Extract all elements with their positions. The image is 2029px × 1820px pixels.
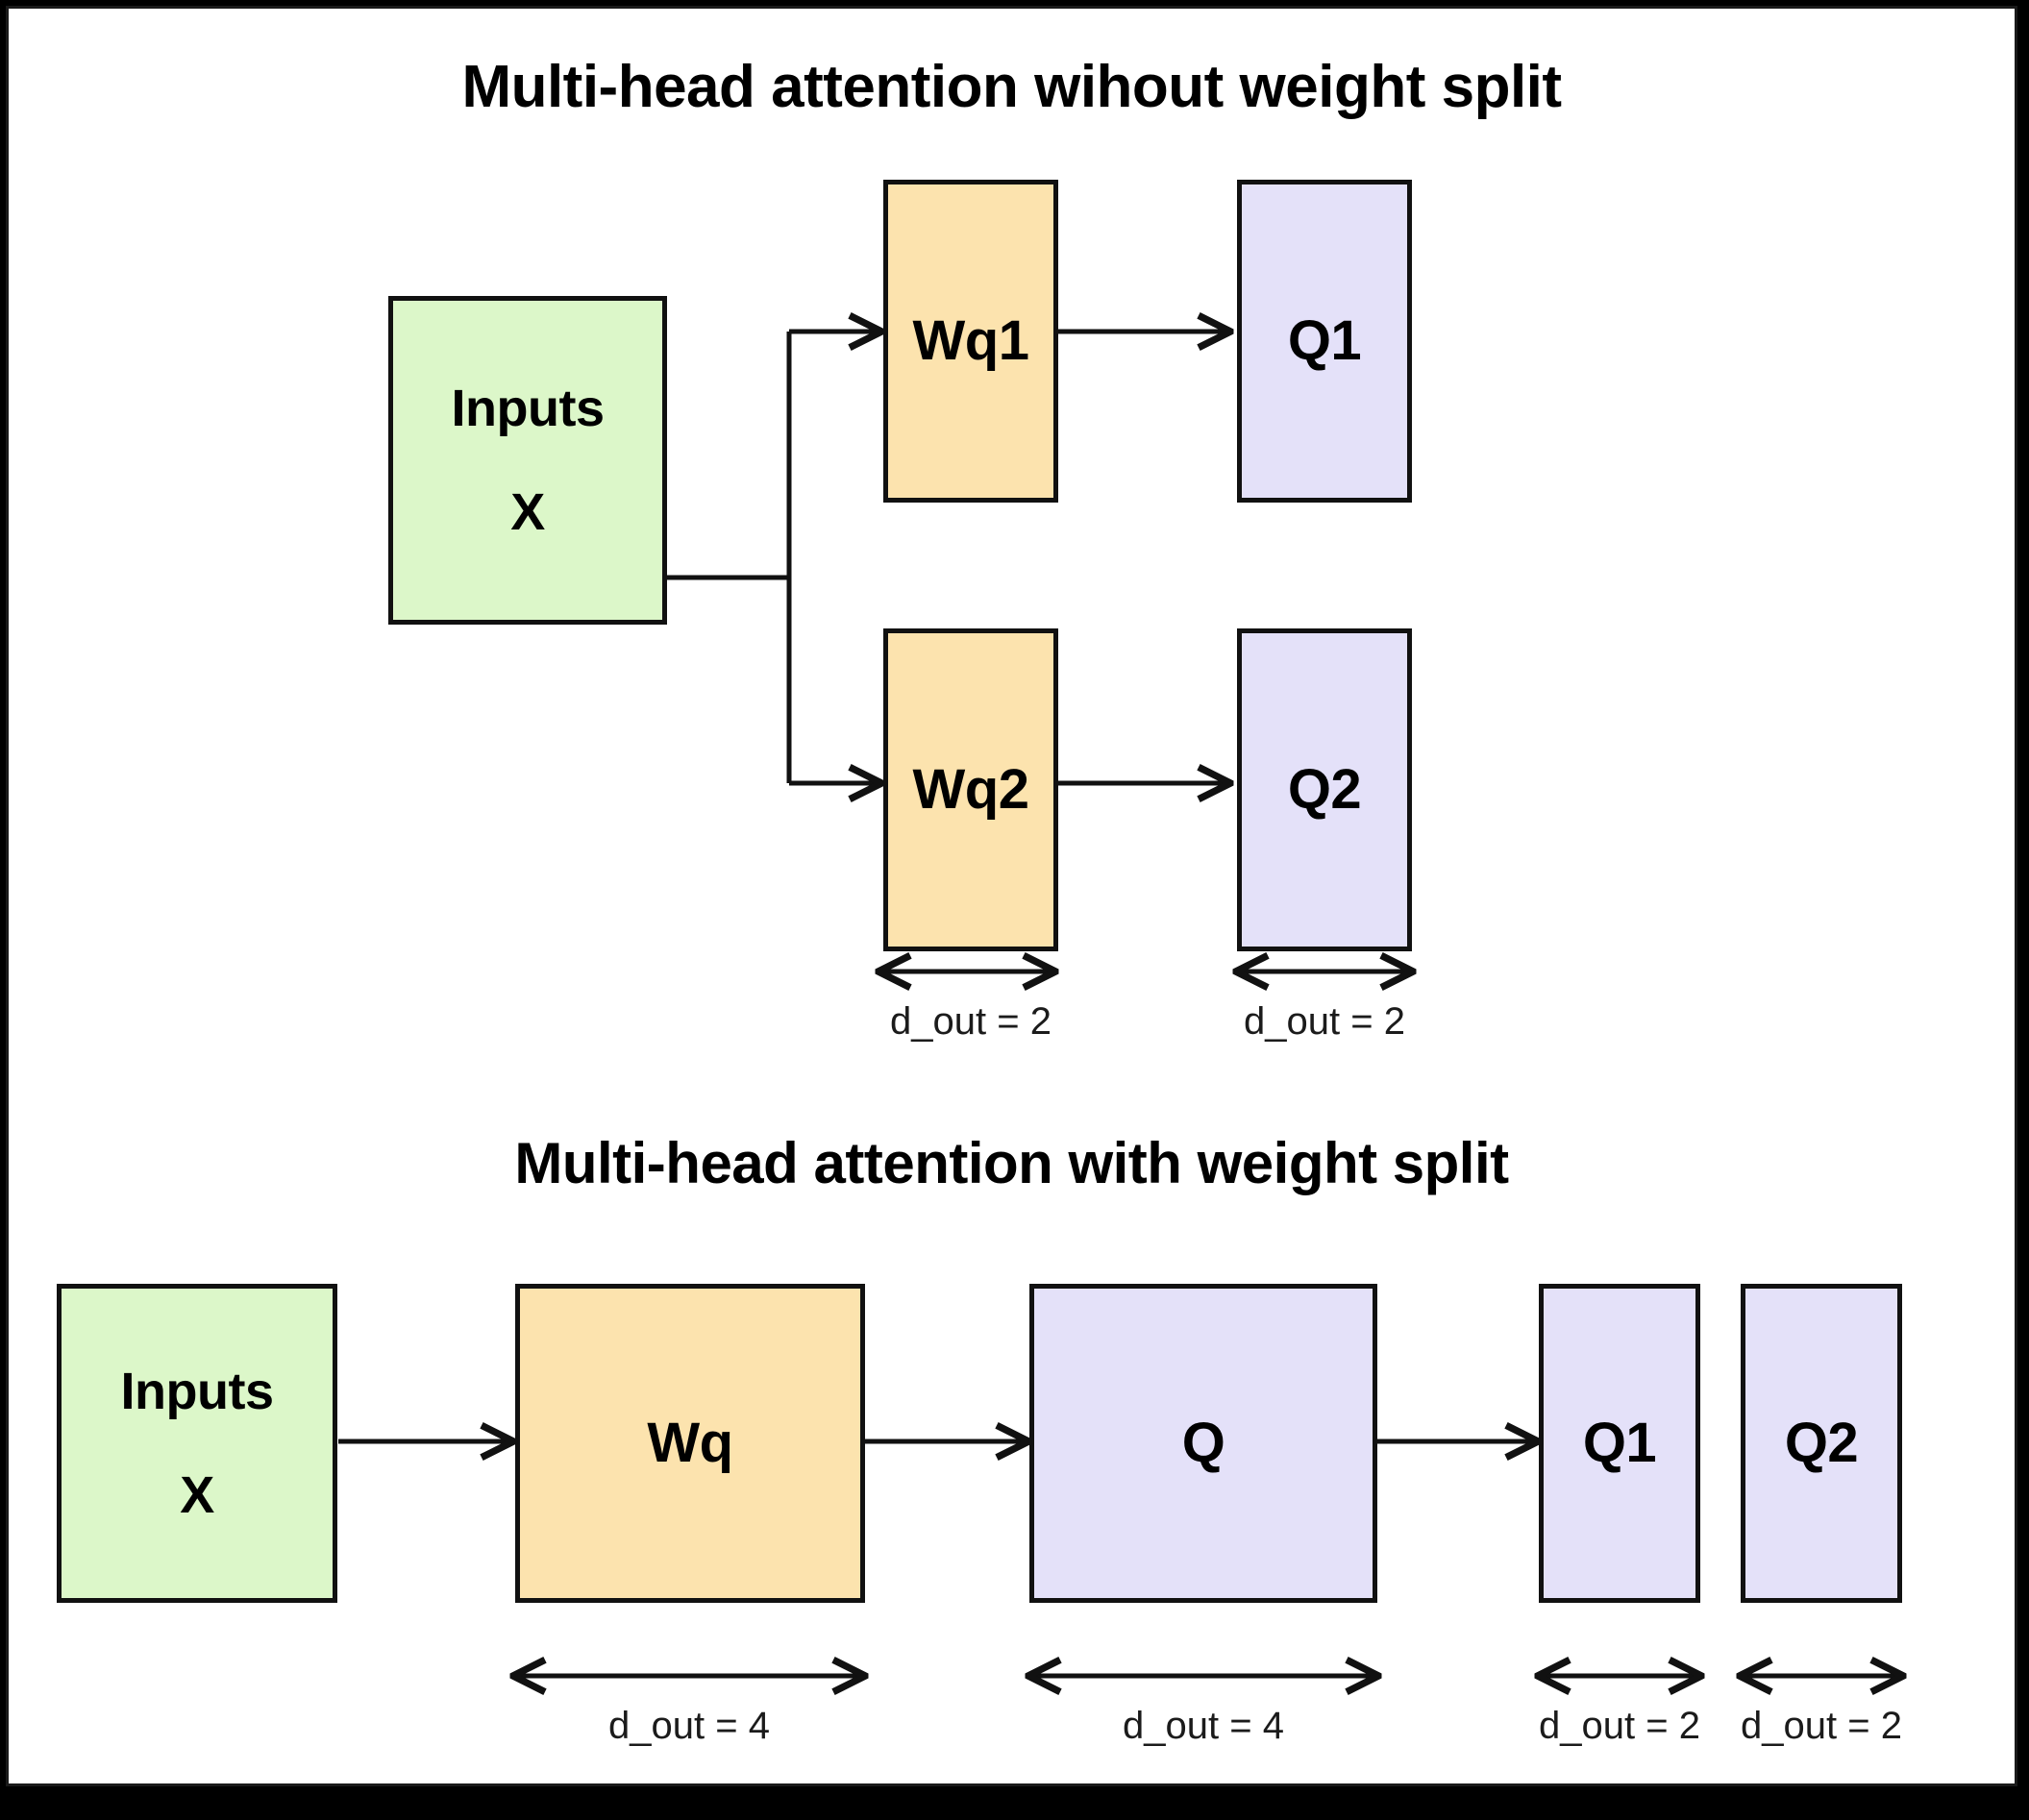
node-inputs-bottom-label-line2: X xyxy=(180,1466,214,1524)
node-q1-top-label: Q1 xyxy=(1287,309,1362,372)
node-q2-bottom[interactable]: Q2 xyxy=(1741,1284,1902,1603)
node-wq2[interactable]: Wq2 xyxy=(883,628,1058,951)
node-q2-top-label: Q2 xyxy=(1287,758,1362,821)
dimension-label-q: d_out = 4 xyxy=(1123,1705,1284,1747)
node-q[interactable]: Q xyxy=(1029,1284,1377,1603)
node-q2-bottom-label: Q2 xyxy=(1784,1412,1859,1474)
node-q1-top[interactable]: Q1 xyxy=(1237,180,1412,503)
dimension-label-q2-top: d_out = 2 xyxy=(1244,1000,1405,1043)
node-inputs-top-label-line2: X xyxy=(510,483,545,541)
node-q1-bottom[interactable]: Q1 xyxy=(1539,1284,1700,1603)
node-wq1-label: Wq1 xyxy=(912,309,1029,372)
node-q2-top[interactable]: Q2 xyxy=(1237,628,1412,951)
edge-inputs-to-branch xyxy=(666,332,792,783)
dimension-label-wq2: d_out = 2 xyxy=(890,1000,1052,1043)
diagram-page: Multi-head attention wihout weight split… xyxy=(6,6,2017,1786)
node-wq[interactable]: Wq xyxy=(515,1284,865,1603)
node-inputs-top[interactable]: Inputs X xyxy=(388,296,667,625)
node-wq2-label: Wq2 xyxy=(912,758,1029,821)
node-wq1[interactable]: Wq1 xyxy=(883,180,1058,503)
node-inputs-bottom[interactable]: Inputs X xyxy=(57,1284,337,1603)
dimension-label-q2-bottom: d_out = 2 xyxy=(1741,1705,1902,1747)
section-title-with-split: Multi-head attention with weight split xyxy=(514,1131,1509,1195)
node-inputs-bottom-label-line1: Inputs xyxy=(120,1363,274,1420)
connector-layer xyxy=(338,9,2015,1783)
node-inputs-top-label-line1: Inputs xyxy=(451,380,605,437)
node-q1-bottom-label: Q1 xyxy=(1582,1412,1657,1474)
section-title-without-split: Multi-head attention wihout weight split xyxy=(461,54,1562,120)
dimension-label-wq: d_out = 4 xyxy=(608,1705,770,1747)
node-q-label: Q xyxy=(1181,1412,1225,1474)
node-wq-label: Wq xyxy=(647,1412,733,1474)
dimension-label-q1-bottom: d_out = 2 xyxy=(1539,1705,1700,1747)
